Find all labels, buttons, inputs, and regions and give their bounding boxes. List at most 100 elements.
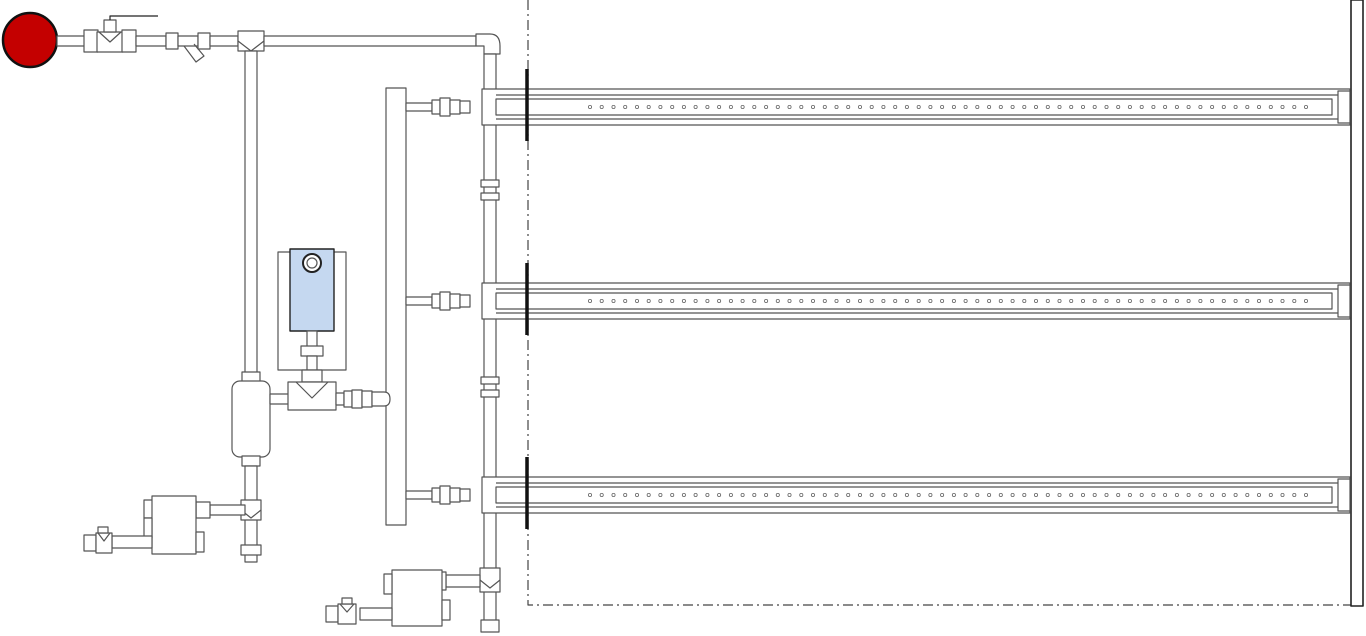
nozzle-hole	[1280, 298, 1285, 303]
nozzle-hole	[1104, 105, 1109, 110]
nozzle-hole	[1257, 105, 1262, 110]
nozzle-hole	[1057, 492, 1062, 497]
nozzle-hole	[916, 298, 921, 303]
nozzle-hole	[987, 298, 992, 303]
nozzle-hole	[681, 105, 686, 110]
nozzle-hole	[775, 492, 780, 497]
nozzle-hole	[1186, 105, 1191, 110]
elbow-fitting	[475, 33, 501, 55]
nozzle-hole	[1257, 492, 1262, 497]
nozzle-hole	[858, 105, 863, 110]
nozzle-hole	[1221, 105, 1226, 110]
nozzle-hole	[893, 492, 898, 497]
distribution-tube	[405, 69, 1351, 141]
nozzle-hole	[1174, 105, 1179, 110]
nozzle-hole	[963, 105, 968, 110]
nozzle-hole	[775, 105, 780, 110]
nozzle-hole	[787, 492, 792, 497]
nozzle-hole	[611, 492, 616, 497]
nozzle-hole	[1116, 298, 1121, 303]
nozzle-hole	[717, 298, 722, 303]
nozzle-hole	[740, 298, 745, 303]
nozzle-hole	[1034, 105, 1039, 110]
tube-end-cap	[1337, 478, 1351, 512]
tube-fitting	[439, 97, 451, 117]
nozzle-hole	[1104, 298, 1109, 303]
nozzle-hole	[811, 492, 816, 497]
nozzle-hole	[1186, 298, 1191, 303]
nozzle-hole	[1163, 105, 1168, 110]
nozzle-hole	[1139, 105, 1144, 110]
nozzle-hole	[1304, 105, 1309, 110]
tube-end-cap	[1337, 90, 1351, 124]
nozzle-hole	[670, 298, 675, 303]
nozzle-hole	[1127, 298, 1132, 303]
nozzle-hole	[1198, 492, 1203, 497]
tube-fitting	[459, 100, 471, 114]
nozzle-hole	[787, 298, 792, 303]
header-pipe	[480, 53, 500, 633]
nozzle-hole	[635, 298, 640, 303]
distribution-tube	[405, 457, 1351, 529]
nozzle-hole	[1092, 492, 1097, 497]
nozzle-hole	[728, 105, 733, 110]
nozzle-hole	[1045, 492, 1050, 497]
nozzle-hole	[799, 105, 804, 110]
nozzle-hole	[1257, 298, 1262, 303]
nozzle-hole	[599, 105, 604, 110]
nozzle-hole	[623, 298, 628, 303]
nozzle-hole	[1245, 492, 1250, 497]
nozzle-hole	[1268, 298, 1273, 303]
y-strainer	[165, 32, 211, 63]
nozzle-hole	[846, 298, 851, 303]
tube-fitting	[431, 293, 441, 309]
nozzle-hole	[998, 105, 1003, 110]
nozzle-hole	[1210, 492, 1215, 497]
nozzle-hole	[623, 105, 628, 110]
nozzle-hole	[1233, 492, 1238, 497]
tube-fitting	[431, 487, 441, 503]
nozzle-hole	[1198, 105, 1203, 110]
nozzle-hole	[1304, 298, 1309, 303]
nozzle-hole	[705, 492, 710, 497]
tube-fitting	[449, 487, 461, 503]
nozzle-hole	[963, 492, 968, 497]
tube-inner	[495, 486, 1333, 504]
nozzle-hole	[658, 492, 663, 497]
nozzle-hole	[635, 105, 640, 110]
nozzle-hole	[752, 105, 757, 110]
nozzle-hole	[1139, 298, 1144, 303]
nozzle-hole	[752, 492, 757, 497]
nozzle-hole	[681, 298, 686, 303]
nozzle-hole	[1010, 298, 1015, 303]
tee-fitting	[237, 30, 265, 52]
nozzle-hole	[916, 105, 921, 110]
nozzle-hole	[740, 492, 745, 497]
nozzle-hole	[1304, 492, 1309, 497]
nozzle-hole	[834, 492, 839, 497]
nozzle-hole	[998, 298, 1003, 303]
nozzle-hole	[869, 492, 874, 497]
nozzle-hole	[940, 492, 945, 497]
nozzle-hole	[1092, 298, 1097, 303]
nozzle-hole	[1198, 298, 1203, 303]
nozzle-hole	[869, 105, 874, 110]
tube-end-cap	[1337, 284, 1351, 318]
isolation-valve	[83, 15, 158, 53]
nozzle-hole	[1010, 492, 1015, 497]
nozzle-hole	[1210, 105, 1215, 110]
distribution-tubes	[405, 69, 1351, 529]
nozzle-hole	[1233, 298, 1238, 303]
nozzle-hole	[1022, 492, 1027, 497]
nozzle-hole	[1081, 492, 1086, 497]
nozzle-hole	[1210, 298, 1215, 303]
nozzle-hole	[1268, 105, 1273, 110]
nozzle-hole	[1280, 105, 1285, 110]
nozzle-hole	[1163, 492, 1168, 497]
nozzle-hole	[1069, 298, 1074, 303]
nozzle-hole	[1292, 298, 1297, 303]
nozzle-hole	[1034, 298, 1039, 303]
nozzle-hole	[775, 298, 780, 303]
nozzle-hole	[799, 492, 804, 497]
